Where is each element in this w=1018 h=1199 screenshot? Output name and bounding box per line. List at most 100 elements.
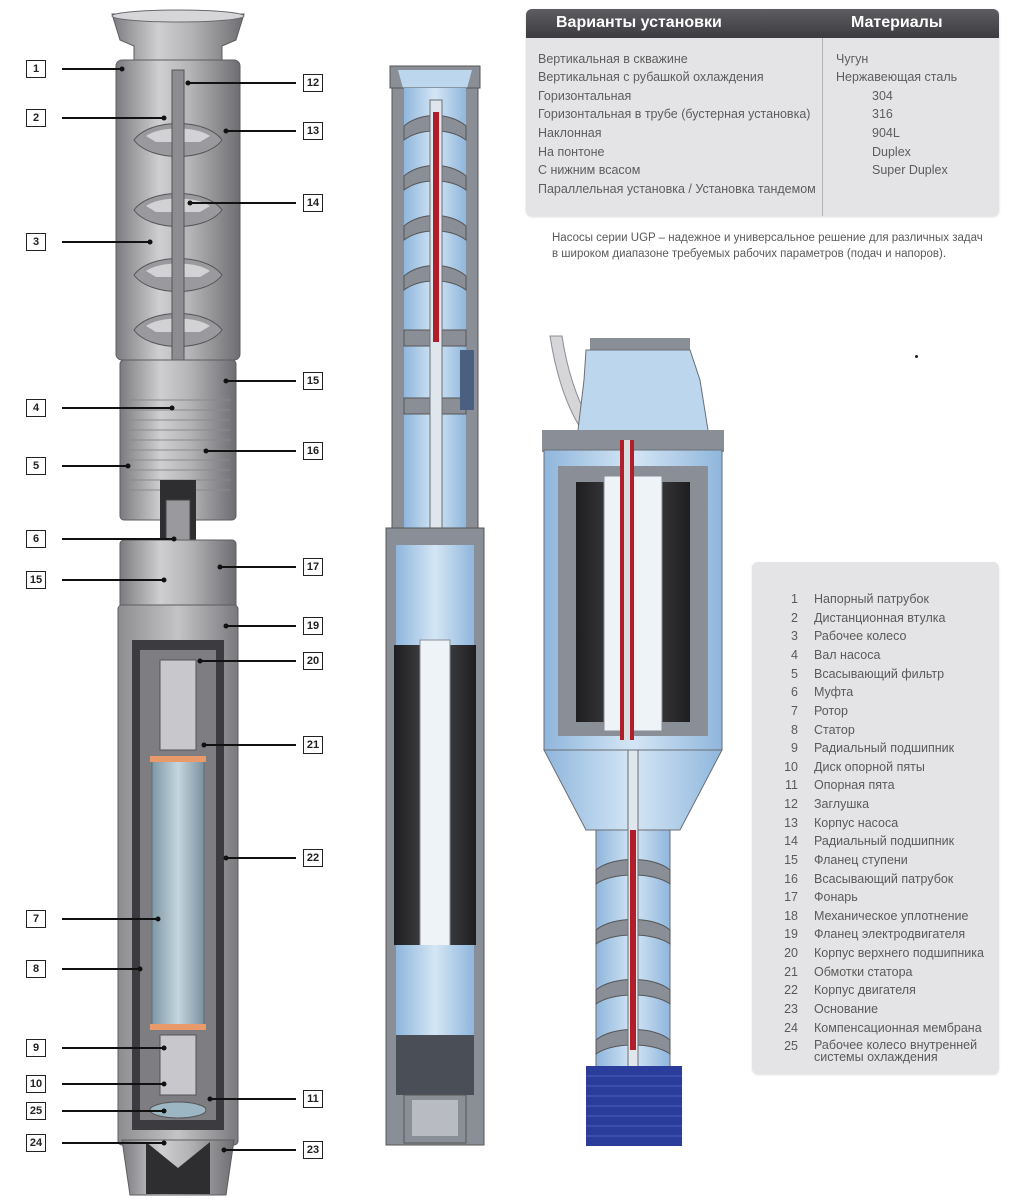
legend-number: 10 xyxy=(784,760,798,774)
legend-number: 15 xyxy=(784,853,798,867)
callout-19: 19 xyxy=(303,617,323,635)
legend-item: 1 Напорный патрубок xyxy=(752,592,999,611)
legend-label: Радиальный подшипник xyxy=(814,741,955,755)
legend-item: 11 Опорная пята xyxy=(752,778,999,797)
legend-number: 17 xyxy=(784,890,798,904)
legend-label: Радиальный подшипник xyxy=(814,834,955,848)
table-header: Варианты установки Материалы xyxy=(526,9,999,38)
legend-number: 11 xyxy=(785,778,798,792)
legend-label: Дистанционная втулка xyxy=(814,611,946,625)
material-row: Super Duplex xyxy=(872,163,948,177)
callout-8: 8 xyxy=(26,960,46,978)
install-row: Вертикальная с рубашкой охлаждения xyxy=(538,70,764,84)
callout-leaders xyxy=(62,68,296,1151)
series-description: Насосы серии UGP – надежное и универсаль… xyxy=(552,232,983,260)
legend-label: Муфта xyxy=(814,685,854,699)
legend-number: 3 xyxy=(791,629,798,643)
legend-item: 4 Вал насоса xyxy=(752,648,999,667)
legend-number: 8 xyxy=(791,723,798,737)
legend-number: 25 xyxy=(784,1039,798,1053)
legend-number: 24 xyxy=(784,1021,798,1035)
parts-legend: 1 Напорный патрубок 2 Дистанционная втулка… xyxy=(752,562,999,1074)
legend-number: 1 xyxy=(791,592,798,606)
header-install-options: Варианты установки xyxy=(556,14,722,31)
legend-number: 2 xyxy=(791,611,798,625)
callout-1: 1 xyxy=(26,60,46,78)
installation-materials-table: Варианты установки Материалы Вертикальна… xyxy=(526,9,999,216)
callout-12: 12 xyxy=(303,74,323,92)
legend-item: 22 Корпус двигателя xyxy=(752,983,999,1002)
callout-23: 23 xyxy=(303,1141,323,1159)
legend-label: Фланец электродвигателя xyxy=(814,927,966,941)
install-row: Горизонтальная xyxy=(538,89,632,103)
callout-15-right: 15 xyxy=(303,372,323,390)
legend-label: Ротор xyxy=(814,704,848,718)
callout-16: 16 xyxy=(303,442,323,460)
legend-number: 22 xyxy=(784,983,798,997)
legend-item: 15 Фланец ступени xyxy=(752,853,999,872)
stray-dot xyxy=(915,355,918,358)
install-row: На понтоне xyxy=(538,145,605,159)
legend-label: Рабочее колесо xyxy=(814,629,907,643)
callout-3: 3 xyxy=(26,233,46,251)
callout-14: 14 xyxy=(303,194,323,212)
legend-label: Фланец ступени xyxy=(814,853,908,867)
callout-11: 11 xyxy=(303,1090,323,1108)
install-row: С нижним всасом xyxy=(538,163,641,177)
callout-10: 10 xyxy=(26,1075,46,1093)
cutaway-pump-left xyxy=(111,9,245,1196)
legend-number: 4 xyxy=(791,648,798,662)
table-divider xyxy=(822,38,823,216)
material-row: Duplex xyxy=(872,145,911,159)
legend-label: Всасывающий патрубок xyxy=(814,872,954,886)
legend-label: Диск опорной пяты xyxy=(814,760,925,774)
callout-4: 4 xyxy=(26,399,46,417)
callout-25: 25 xyxy=(26,1102,46,1120)
callout-9: 9 xyxy=(26,1039,46,1057)
legend-item: 21 Обмотки статора xyxy=(752,965,999,984)
legend-label: Основание xyxy=(814,1002,879,1016)
legend-number: 18 xyxy=(784,909,798,923)
legend-label: Статор xyxy=(814,723,855,737)
callout-21: 21 xyxy=(303,736,323,754)
legend-label: Напорный патрубок xyxy=(814,592,929,606)
callout-22: 22 xyxy=(303,849,323,867)
legend-number: 21 xyxy=(784,965,798,979)
section-pump-middle xyxy=(385,65,485,1146)
legend-number: 14 xyxy=(784,834,798,848)
material-row: Чугун xyxy=(836,52,869,66)
header-materials: Материалы xyxy=(851,14,943,31)
section-pump-right xyxy=(542,335,724,1146)
legend-item: 23 Основание xyxy=(752,1002,999,1021)
legend-item: 6 Муфта xyxy=(752,685,999,704)
legend-item: 2 Дистанционная втулка xyxy=(752,611,999,630)
legend-label: Фонарь xyxy=(814,890,858,904)
callout-20: 20 xyxy=(303,652,323,670)
callout-13: 13 xyxy=(303,122,323,140)
legend-number: 5 xyxy=(791,667,798,681)
legend-number: 20 xyxy=(784,946,798,960)
legend-number: 23 xyxy=(784,1002,798,1016)
legend-item: 17 Фонарь xyxy=(752,890,999,909)
legend-number: 16 xyxy=(784,872,798,886)
legend-label: Корпус двигателя xyxy=(814,983,916,997)
legend-label: Вал насоса xyxy=(814,648,881,662)
callout-6: 6 xyxy=(26,530,46,548)
install-row: Наклонная xyxy=(538,126,602,140)
install-row: Горизонтальная в трубе (бустерная устано… xyxy=(538,107,811,121)
legend-number: 6 xyxy=(791,685,798,699)
callout-7: 7 xyxy=(26,910,46,928)
legend-label: Обмотки статора xyxy=(814,965,913,979)
install-row: Вертикальная в скважине xyxy=(538,52,688,66)
material-row: Нержавеющая сталь xyxy=(836,70,958,84)
legend-label: Корпус верхнего подшипника xyxy=(814,946,984,960)
legend-label: Опорная пята xyxy=(814,778,895,792)
callout-5: 5 xyxy=(26,457,46,475)
